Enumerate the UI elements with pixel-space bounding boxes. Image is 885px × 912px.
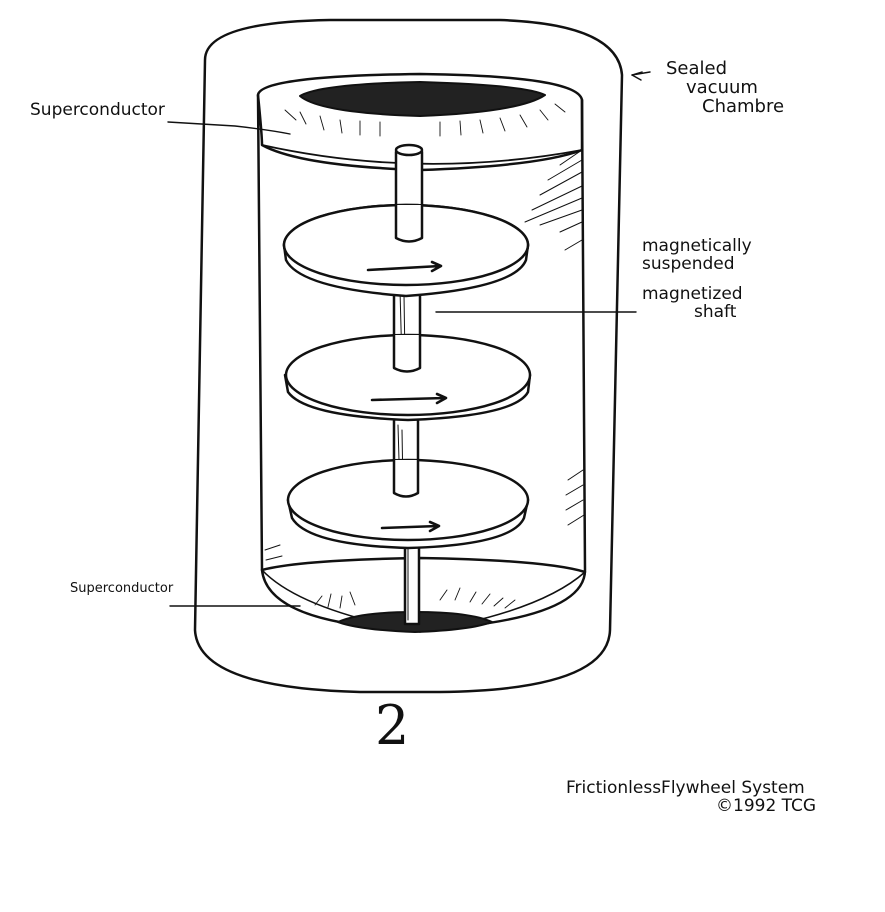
top-superconductor-recess [299,81,546,117]
label-superconductor-bottom: Superconductor [70,581,174,596]
label-sealed-vacuum-chamber: Sealed vacuum Chambre [666,58,785,117]
caption-title: FrictionlessFlywheel System [566,778,805,798]
top-superconductor [256,93,584,172]
vacuum-chamber-inner [256,72,587,632]
figure-number: 2 [375,694,410,757]
label-chamber-line-1: Sealed [666,58,728,79]
label-maglev-line-2: suspended [642,253,735,274]
label-chamber-line-2: vacuum [686,76,758,98]
label-shaft-line-2: shaft [694,301,737,322]
bottom-superconductor [260,556,587,574]
wall-shading [264,149,585,561]
label-magnetically-suspended: magnetically suspended [642,236,752,274]
label-shaft-line-1: magnetized [642,284,743,304]
leader-lines [167,71,651,607]
label-chamber-line-3: Chambre [702,95,785,117]
flywheel-disc-2 [283,333,532,422]
label-magnetized-shaft: magnetized shaft [642,284,743,322]
caption: FrictionlessFlywheel System ©1992 TCG [566,778,817,816]
rotation-arrow-3 [380,520,441,533]
label-maglev-line-1: magnetically [642,236,752,256]
vacuum-chamber-outer [193,18,624,694]
rotation-arrow-2 [370,392,448,405]
caption-copyright: ©1992 TCG [716,795,817,816]
flywheel-disc-3 [286,458,530,550]
rotation-arrow-1 [366,260,443,273]
flywheel-disc-1 [282,203,530,298]
label-superconductor-top: Superconductor [30,100,165,120]
